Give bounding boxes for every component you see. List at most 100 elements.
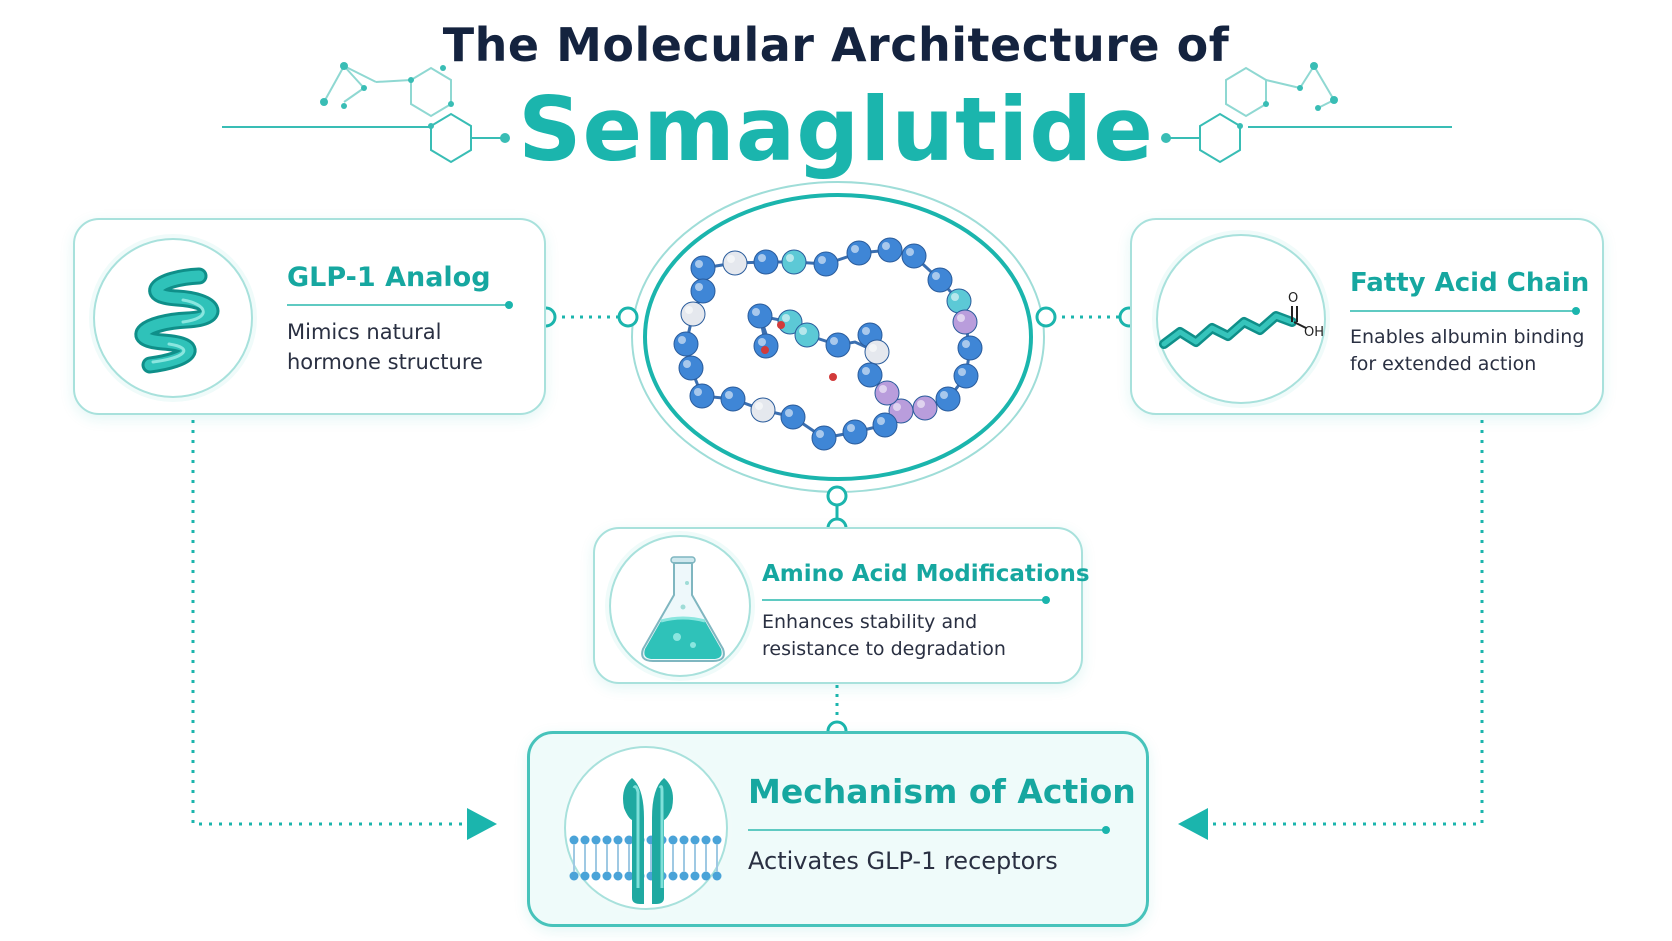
molecule-atom bbox=[690, 255, 716, 281]
molecule-atom-highlight bbox=[940, 391, 948, 399]
hexagon-nodes-left bbox=[320, 62, 510, 143]
mechanism-title: Mechanism of Action bbox=[748, 772, 1136, 811]
card-fatty-acid-chain: O OH Fatty Acid Chain Enables albumin bi… bbox=[1130, 218, 1604, 415]
molecule-atom bbox=[953, 363, 979, 389]
glp1-title: GLP-1 Analog bbox=[287, 262, 491, 293]
hydroxyl-label: OH bbox=[1304, 325, 1324, 340]
molecule-atom bbox=[673, 331, 699, 357]
molecule-atom-highlight bbox=[786, 254, 794, 262]
membrane-lipid-head bbox=[580, 871, 590, 881]
hexagon-nodes-right bbox=[1161, 62, 1338, 143]
molecule-atom bbox=[722, 250, 748, 276]
molecule-atom-highlight bbox=[958, 368, 966, 376]
molecule-atom bbox=[753, 249, 779, 275]
molecule-atom-highlight bbox=[951, 293, 959, 301]
alpha-helix-icon bbox=[134, 267, 220, 374]
molecule-atom-highlight bbox=[830, 337, 838, 345]
molecule-atom-highlight bbox=[847, 424, 855, 432]
card-glp1-analog: GLP-1 Analog Mimics natural hormone stru… bbox=[73, 218, 546, 415]
molecule-atom-highlight bbox=[695, 260, 703, 268]
molecule-atom-highlight bbox=[678, 336, 686, 344]
mechanism-icon-circle bbox=[564, 746, 728, 910]
membrane-lipid-head bbox=[569, 871, 579, 881]
molecule-atom-highlight bbox=[695, 283, 703, 291]
fatty-acid-title: Fatty Acid Chain bbox=[1350, 268, 1590, 298]
mechanism-description: Activates GLP-1 receptors bbox=[748, 847, 1058, 875]
amino-title-rule bbox=[762, 596, 1050, 604]
fatty-acid-icon-circle: O OH bbox=[1156, 234, 1326, 404]
molecule-atom-highlight bbox=[882, 242, 890, 250]
molecule-atom-highlight bbox=[862, 327, 870, 335]
molecule-oxygen-atom bbox=[777, 321, 785, 329]
molecule-atom-highlight bbox=[752, 308, 760, 316]
molecule-atom bbox=[811, 425, 837, 451]
connector-right-to-mechanism bbox=[1178, 420, 1484, 840]
molecule-atom-highlight bbox=[818, 256, 826, 264]
membrane-lipid-head bbox=[712, 871, 722, 881]
molecule-atom bbox=[846, 240, 872, 266]
mechanism-title-rule bbox=[748, 826, 1110, 834]
connector-left bbox=[535, 306, 639, 328]
fatty-acid-title-rule bbox=[1350, 307, 1580, 315]
molecule-atom-highlight bbox=[917, 400, 925, 408]
molecule-atom-highlight bbox=[879, 385, 887, 393]
molecule-atom bbox=[877, 237, 903, 263]
amino-description: Enhances stability and resistance to deg… bbox=[762, 611, 1006, 660]
membrane-lipid-head bbox=[602, 871, 612, 881]
molecule-atom-highlight bbox=[683, 360, 691, 368]
card-amino-acid-modifications: Amino Acid Modifications Enhances stabil… bbox=[593, 527, 1090, 684]
molecule-atom-highlight bbox=[957, 314, 965, 322]
molecule-atom-highlight bbox=[725, 391, 733, 399]
molecule-atom-highlight bbox=[727, 255, 735, 263]
membrane-lipid-head bbox=[712, 835, 722, 845]
molecule-atom-highlight bbox=[755, 402, 763, 410]
membrane-lipid-head bbox=[690, 835, 700, 845]
molecule-atom bbox=[747, 303, 773, 329]
connector-left-to-mechanism bbox=[191, 420, 497, 840]
molecule-atom bbox=[857, 362, 883, 388]
fatty-acid-chain-icon: O OH bbox=[1159, 291, 1324, 349]
page-title: The Molecular Architecture of bbox=[442, 18, 1230, 72]
molecule-atom bbox=[753, 333, 779, 359]
molecule-atom bbox=[901, 243, 927, 269]
molecule-atom-highlight bbox=[962, 340, 970, 348]
molecule-model-icon bbox=[673, 237, 983, 451]
glp1-title-rule bbox=[287, 301, 513, 309]
membrane-lipid-head bbox=[591, 871, 601, 881]
molecule-atom-highlight bbox=[785, 409, 793, 417]
molecule-atom bbox=[874, 380, 900, 406]
membrane-lipid-head bbox=[701, 871, 711, 881]
molecule-oxygen-atom bbox=[761, 346, 769, 354]
membrane-lipid-head bbox=[624, 835, 634, 845]
molecule-atom bbox=[690, 278, 716, 304]
molecule-atom-highlight bbox=[877, 417, 885, 425]
molecule-atom-highlight bbox=[932, 272, 940, 280]
membrane-lipid-head bbox=[613, 871, 623, 881]
molecule-atom bbox=[813, 251, 839, 277]
oxygen-label: O bbox=[1288, 291, 1298, 306]
membrane-lipid-head bbox=[701, 835, 711, 845]
molecule-atom-highlight bbox=[782, 314, 790, 322]
glp1-description: Mimics natural hormone structure bbox=[287, 320, 483, 374]
flask-icon bbox=[641, 556, 725, 662]
molecule-atom-highlight bbox=[862, 367, 870, 375]
membrane-lipid-head bbox=[602, 835, 612, 845]
molecule-atom-highlight bbox=[816, 430, 824, 438]
molecule-atom-highlight bbox=[799, 327, 807, 335]
molecule-atom bbox=[750, 397, 776, 423]
molecule-atom-highlight bbox=[851, 245, 859, 253]
molecule-atom bbox=[946, 288, 972, 314]
molecule-atom bbox=[935, 386, 961, 412]
amino-icon-circle bbox=[609, 535, 751, 677]
membrane-lipid-head bbox=[591, 835, 601, 845]
fatty-acid-description: Enables albumin binding for extended act… bbox=[1350, 326, 1585, 375]
molecule-atom bbox=[957, 335, 983, 361]
molecule-atom-highlight bbox=[685, 306, 693, 314]
molecule-atom-highlight bbox=[758, 254, 766, 262]
molecule-oxygen-atom bbox=[829, 373, 837, 381]
membrane-lipid-head bbox=[580, 835, 590, 845]
molecule-atom-highlight bbox=[906, 248, 914, 256]
molecule-atom bbox=[780, 404, 806, 430]
page-title-highlight: Semaglutide bbox=[518, 78, 1154, 181]
molecule-atom-highlight bbox=[869, 344, 877, 352]
